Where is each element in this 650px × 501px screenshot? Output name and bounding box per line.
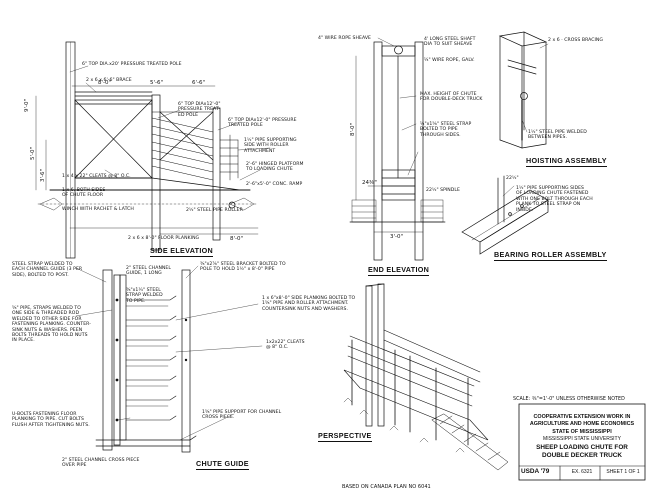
- tb-code: USDA '79: [521, 468, 550, 475]
- label-roller: 2½" STEEL PIPE ROLLER: [186, 208, 243, 213]
- dim-top-1: 8'-0": [98, 80, 112, 86]
- title-chute-guide: CHUTE GUIDE: [196, 459, 249, 470]
- label-cross-piece: 2" STEEL CHANNEL CROSS PIECE OVER PIPE: [62, 458, 140, 469]
- dim-bottom: 8'-0": [230, 236, 244, 242]
- tb-line-3: STATE OF MISSISSIPPI: [552, 429, 612, 435]
- tb-line-2: AGRICULTURE AND HOME ECONOMICS: [529, 421, 635, 427]
- label-cleats: 1 x 4 x 22" CLEATS @ 8" O.C.: [62, 174, 131, 179]
- title-hoisting-assembly: HOISTING ASSEMBLY: [526, 156, 607, 167]
- label-pole-3: 6" TOP DIAx12'-0" PRESSURE TREATED POLE: [228, 118, 297, 129]
- label-rope: ¼" WIRE ROPE, GALV.: [424, 58, 475, 63]
- dim-height-3: 9'-0": [24, 98, 30, 112]
- title-block: COOPERATIVE EXTENSION WORK IN AGRICULTUR…: [519, 400, 645, 480]
- dim-height-2: 3'-6": [40, 168, 46, 182]
- tb-ex: EX. 6321: [571, 469, 593, 475]
- label-latch: WINCH WITH RACHET & LATCH: [62, 207, 134, 212]
- bearing-roller-drawing: [461, 175, 549, 255]
- label-planking: 2 x 6 x 8'-0" FLOOR PLANKING: [128, 236, 200, 241]
- dim-top-2: 5'-6": [150, 80, 164, 86]
- dim-end-bottom: 3'-0": [390, 234, 404, 240]
- dim-end-width: 24⅜": [362, 180, 377, 186]
- label-pipe-support: 1½" PIPE SUPPORTING SIDE WITH ROLLER ATT…: [244, 138, 297, 154]
- title-side-elevation: SIDE ELEVATION: [150, 246, 214, 257]
- label-gate: 1 x 6. BOTH SIDES OF CHUTE FLOOR: [62, 188, 106, 199]
- label-platform: 2'-6" HINGED PLATFORM TO LOADING CHUTE: [246, 162, 304, 173]
- dim-end-height: 8'-0": [350, 122, 356, 136]
- label-sheave: 4" WIRE ROPE SHEAVE: [318, 36, 372, 41]
- label-strap: ¼"x1⅝" STEEL STRAP BOLTED TO PIPE THROUG…: [420, 122, 472, 138]
- dim-height-1: 5'-0": [30, 146, 36, 160]
- label-bracket: ⅜"x2⅞" STEEL BRACKET BOLTED TO POLE TO H…: [200, 262, 286, 273]
- tb-line-4: MISSISSIPPI STATE UNIVERSITY: [543, 436, 621, 442]
- chute-guide-drawing: [95, 269, 197, 453]
- label-cross-bracing: 2 x 6 · CROSS BRACING: [548, 38, 603, 43]
- perspective-drawing: [343, 283, 509, 471]
- dim-top-3: 6'-6": [192, 80, 206, 86]
- label-bearing-pipe: 1½" PIPE SUPPORTING SIDES OF LOADING CHU…: [516, 186, 593, 213]
- title-bearing-roller-assembly: BEARING ROLLER ASSEMBLY: [494, 250, 607, 261]
- label-brace: 2 x 6 x 6'-6" BRACE: [86, 78, 132, 83]
- tb-line-5: SHEEP LOADING CHUTE FOR: [536, 444, 628, 451]
- label-max-height: MAX. HEIGHT OF CHUTE FOR DOUBLE-DECK TRU…: [420, 92, 483, 103]
- footer-based-on: BASED ON CANADA PLAN NO 6041: [342, 484, 431, 490]
- end-elevation-drawing: [349, 41, 446, 261]
- tb-line-1: COOPERATIVE EXTENSION WORK IN: [533, 414, 631, 420]
- label-pole-2: 6" TOP DIAx12'-0" PRESSURE TREAT- ED POL…: [178, 102, 221, 118]
- label-ramp: 2'-6"x5'-0" CONC. RAMP: [246, 182, 303, 187]
- label-spindle: 22½" SPINDLE: [426, 188, 460, 193]
- title-perspective: PERSPECTIVE: [318, 431, 372, 442]
- label-pipe-support: 1⅝" PIPE SUPPORT FOR CHANNEL CROSS PIECE…: [202, 410, 282, 421]
- side-elevation-drawing: [35, 41, 259, 259]
- label-guide-strap: STEEL STRAP WELDED TO EACH CHANNEL GUIDE…: [12, 262, 83, 278]
- label-shaft: 4' LONG STEEL SHAFT DIA TO SUIT SHEAVE: [424, 37, 476, 48]
- tb-sheet: SHEET 1 OF 1: [606, 469, 640, 475]
- label-u-bolts: U-BOLTS FASTENING FLOOR PLANKING TO PIPE…: [12, 412, 90, 428]
- label-pole: 6" TOP DIA.x20' PRESSURE TREATED POLE: [82, 62, 182, 67]
- label-hoist-pipe: 1½" STEEL PIPE WELDED BETWEEN PIPES.: [528, 130, 587, 141]
- label-guide-cleats: 1x2x22" CLEATS @ 8" O.C.: [266, 340, 305, 351]
- scale-note: SCALE: ⅜"=1'-0" UNLESS OTHERWISE NOTED: [513, 397, 625, 402]
- tb-line-6: DOUBLE DECKER TRUCK: [542, 452, 622, 459]
- label-bearing-dim: 22½": [506, 176, 519, 181]
- label-side-planking: 1 x 6"x8'-0" SIDE PLANKING BOLTED TO 1⅝"…: [262, 296, 356, 312]
- label-channel-guide: 2" STEEL CHANNEL GUIDE, 1 LONG: [126, 266, 171, 277]
- label-steel-strap: ⅜"x1¼" STEEL STRAP WELDED TO PIPE.: [126, 288, 163, 304]
- title-end-elevation: END ELEVATION: [368, 265, 430, 276]
- leader-lines: [69, 37, 549, 441]
- label-guide-bolts: ⅝" PIPE, STRAPS WELDED TO ONE SIDE & THR…: [12, 306, 91, 344]
